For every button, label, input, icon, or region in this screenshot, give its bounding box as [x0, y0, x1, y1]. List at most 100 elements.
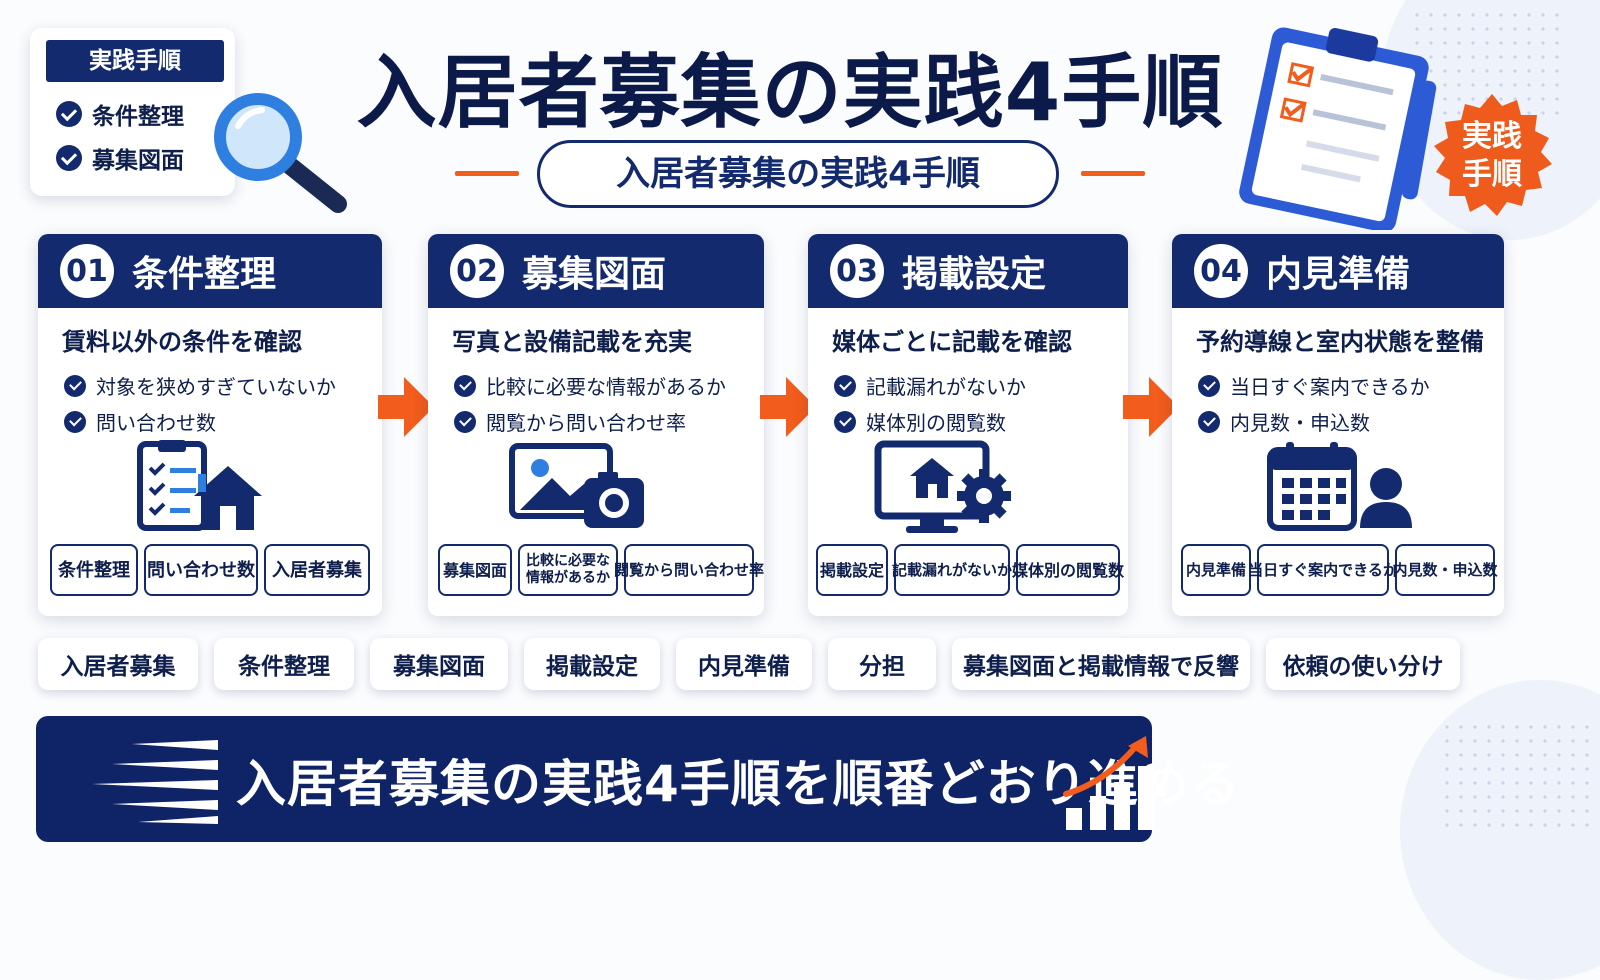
divider: [1081, 171, 1145, 176]
step-number: 03: [830, 244, 884, 298]
check-icon: [1198, 374, 1220, 397]
badge-item-label: 募集図面: [92, 148, 184, 174]
page-subtitle: 入居者募集の実践4手順: [537, 140, 1059, 208]
step-header: 04 内見準備: [1172, 234, 1504, 308]
step-card-03: 03 掲載設定 媒体ごとに記載を確認 記載漏れがないか 媒体別の閲覧数 掲載設定…: [808, 234, 1128, 616]
dot-pattern: [1410, 8, 1560, 118]
step-card-04: 04 内見準備 予約導線と室内状態を整備 当日すぐ案内できるか 内見数・申込数 …: [1172, 234, 1504, 616]
tag: 媒体別の閲覧数: [1012, 544, 1124, 596]
badge-item: 募集図面: [56, 140, 184, 176]
bullet-text: 問い合わせ数: [96, 411, 216, 435]
tag: 当日すぐ案内できるか: [1248, 544, 1398, 596]
tag: 記載漏れがないか: [892, 544, 1012, 596]
step-bullet: 問い合わせ数: [64, 407, 216, 436]
magnifier-icon: [214, 93, 347, 213]
practice-steps-badge: 実践手順 条件整理 募集図面: [30, 28, 235, 196]
tag: 問い合わせ数: [144, 544, 258, 596]
arrow-right-icon: [378, 377, 434, 437]
check-icon: [1198, 410, 1220, 433]
tag: 内見数・申込数: [1393, 544, 1498, 596]
speed-lines-icon: [92, 740, 218, 824]
keyword-chip: 入居者募集: [38, 638, 198, 690]
step-bullet: 閲覧から問い合わせ率: [454, 407, 686, 436]
arrow-right-icon: [760, 377, 816, 437]
tag-group: 内見準備 当日すぐ案内できるか 内見数・申込数: [1181, 544, 1498, 596]
tag: 掲載設定: [816, 544, 888, 596]
keyword-chip-row: 入居者募集 条件整理 募集図面 掲載設定 内見準備 分担 募集図面と掲載情報で反…: [38, 638, 1538, 694]
stamp-line: 手順: [1462, 157, 1522, 192]
tag: 比較に必要な 情報があるか: [518, 544, 618, 596]
divider: [455, 171, 519, 176]
photo-camera-icon: [509, 443, 644, 528]
check-icon: [56, 101, 82, 127]
step-bullet: 当日すぐ案内できるか: [1198, 371, 1430, 400]
tag-group: 募集図面 比較に必要な 情報があるか 閲覧から問い合わせ率: [438, 544, 764, 596]
bullet-text: 当日すぐ案内できるか: [1230, 375, 1430, 399]
summary-banner: 入居者募集の実践4手順を順番どおり進める: [36, 716, 1240, 842]
step-subtitle: 賃料以外の条件を確認: [62, 328, 302, 356]
step-title: 掲載設定: [902, 254, 1047, 295]
calendar-person-icon: [1267, 442, 1412, 531]
step-title: 募集図面: [522, 254, 667, 295]
step-card-01: 01 条件整理 賃料以外の条件を確認 対象を狭めすぎていないか 問い合わせ数 条…: [38, 234, 382, 616]
step-title: 条件整理: [132, 254, 277, 295]
dot-pattern: [1440, 720, 1590, 830]
step-header: 03 掲載設定: [808, 234, 1128, 308]
check-icon: [834, 374, 856, 397]
badge-heading: 実践手順: [46, 40, 224, 82]
tag: 募集図面: [438, 544, 512, 596]
step-bullet: 内見数・申込数: [1198, 407, 1370, 436]
growth-chart-icon: [1063, 736, 1154, 830]
tag: 条件整理: [50, 544, 138, 596]
check-icon: [454, 374, 476, 397]
tag-group: 掲載設定 記載漏れがないか 媒体別の閲覧数: [816, 544, 1124, 596]
stamp-burst-icon: [1434, 94, 1552, 216]
step-bullet: 対象を狭めすぎていないか: [64, 371, 336, 400]
monitor-gear-icon: [874, 440, 1011, 533]
check-icon: [64, 410, 86, 433]
page-title: 入居者募集の実践4手順: [356, 46, 1224, 139]
step-card-02: 02 募集図面 写真と設備記載を充実 比較に必要な情報があるか 閲覧から問い合わ…: [428, 234, 764, 616]
step-header: 02 募集図面: [428, 234, 764, 308]
keyword-chip: 内見準備: [676, 638, 812, 690]
badge-item-label: 条件整理: [92, 104, 184, 130]
step-subtitle: 媒体ごとに記載を確認: [832, 328, 1072, 356]
bullet-text: 媒体別の閲覧数: [866, 411, 1006, 435]
bullet-text: 記載漏れがないか: [866, 375, 1026, 399]
tag: 内見準備: [1181, 544, 1251, 596]
step-number: 01: [60, 244, 114, 298]
stamp-line: 実践: [1462, 119, 1522, 154]
check-icon: [56, 145, 82, 171]
step-number: 02: [450, 244, 504, 298]
keyword-chip: 分担: [828, 638, 936, 690]
bullet-text: 比較に必要な情報があるか: [486, 375, 726, 399]
step-number: 04: [1194, 244, 1248, 298]
step-subtitle: 写真と設備記載を充実: [452, 328, 692, 356]
bullet-text: 対象を狭めすぎていないか: [96, 375, 336, 399]
step-bullet: 記載漏れがないか: [834, 371, 1026, 400]
check-icon: [834, 410, 856, 433]
bullet-text: 閲覧から問い合わせ率: [486, 411, 686, 435]
checklist-house-icon: [137, 440, 262, 531]
step-bullet: 媒体別の閲覧数: [834, 407, 1006, 436]
tag-group: 条件整理 問い合わせ数 入居者募集: [48, 544, 372, 596]
badge-item: 条件整理: [56, 96, 184, 132]
tag: 閲覧から問い合わせ率: [614, 544, 764, 596]
bullet-text: 内見数・申込数: [1230, 411, 1370, 435]
keyword-chip: 募集図面: [370, 638, 508, 690]
check-icon: [64, 374, 86, 397]
subtitle-group: 入居者募集の実践4手順: [455, 140, 1145, 208]
check-icon: [454, 410, 476, 433]
step-subtitle: 予約導線と室内状態を整備: [1196, 328, 1484, 356]
step-bullet: 比較に必要な情報があるか: [454, 371, 726, 400]
keyword-chip: 掲載設定: [524, 638, 660, 690]
keyword-chip: 依頼の使い分け: [1266, 638, 1460, 690]
stamp-label: 実践 手順: [1428, 118, 1556, 194]
keyword-chip: 募集図面と掲載情報で反響: [952, 638, 1250, 690]
tag: 入居者募集: [264, 544, 370, 596]
step-header: 01 条件整理: [38, 234, 382, 308]
arrow-right-icon: [1123, 377, 1179, 437]
clipboard-icon: [1239, 27, 1437, 230]
keyword-chip: 条件整理: [214, 638, 354, 690]
step-title: 内見準備: [1266, 254, 1411, 295]
